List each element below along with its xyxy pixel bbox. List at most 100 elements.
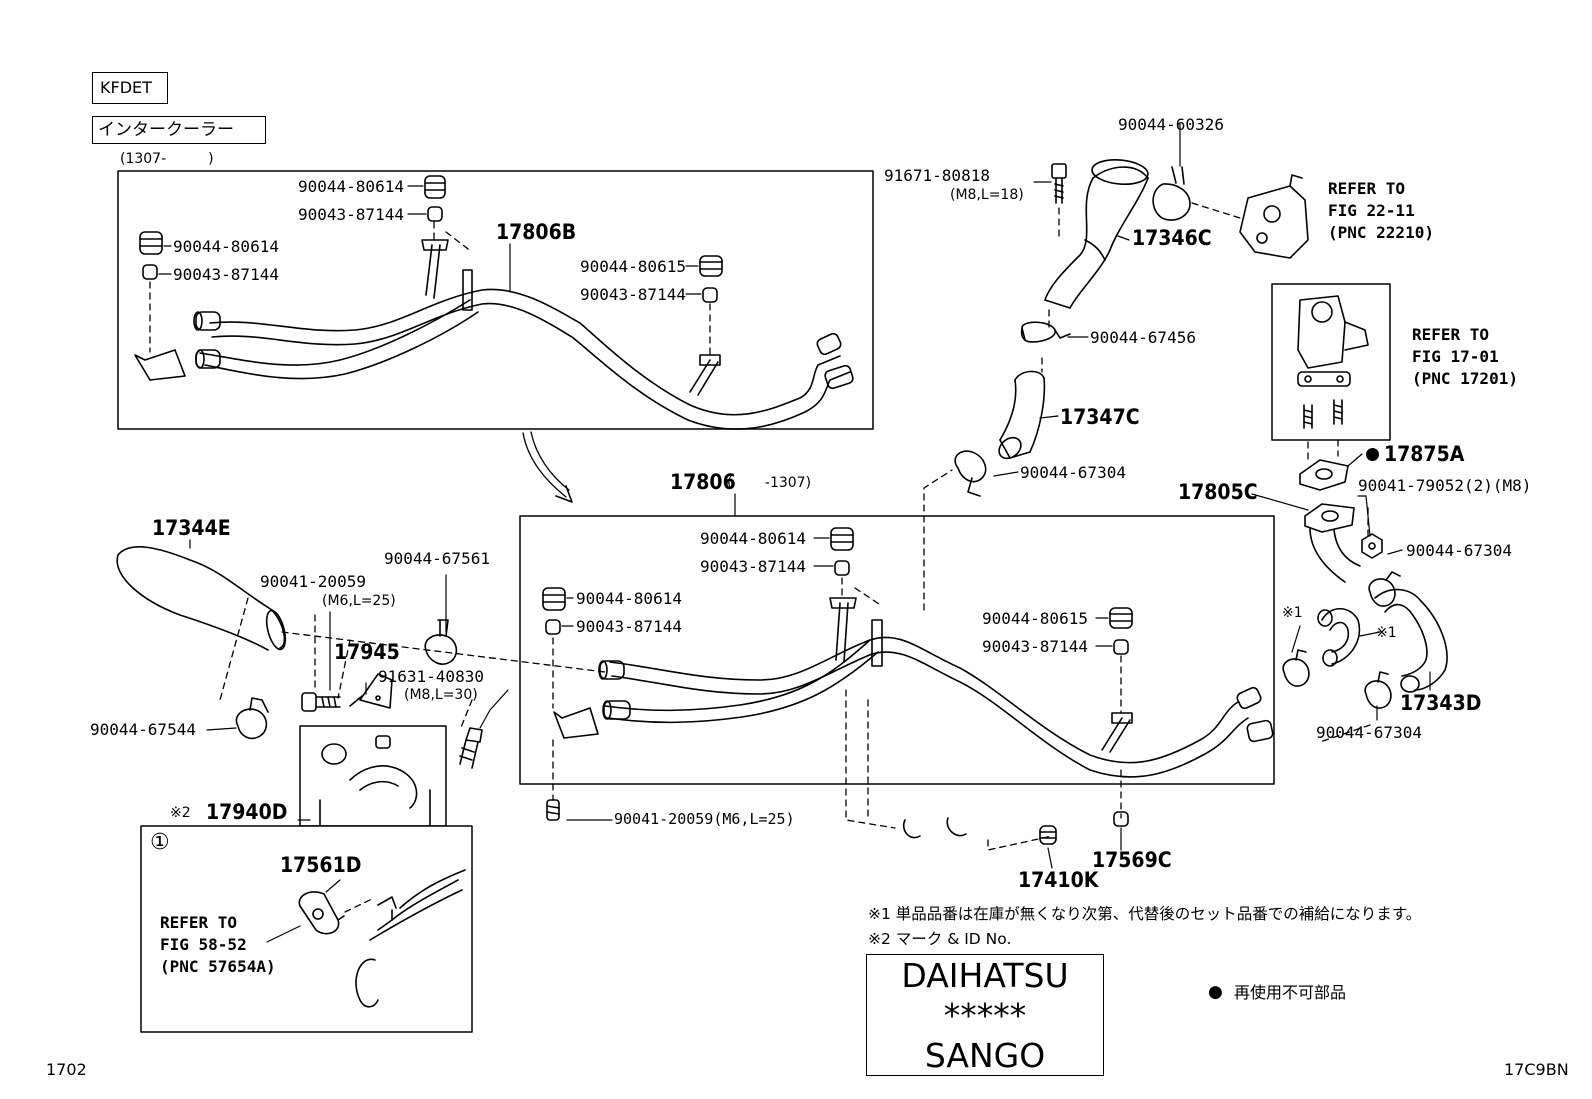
main-callout[interactable]: 90043-87144 [700, 557, 806, 576]
inset-callout[interactable]: 90043-87144 [580, 285, 686, 304]
main-callout[interactable]: 90043-87144 [982, 637, 1088, 656]
main-grommets [542, 527, 1133, 655]
bracket-17945 [349, 673, 393, 709]
part-label[interactable]: 90044-67304 [1020, 463, 1126, 482]
bolt-91671-80818 [1051, 163, 1067, 204]
hose-17346C [1044, 158, 1149, 309]
gasket-17875A [1299, 459, 1349, 491]
part-spec: (M8,L=18) [950, 187, 1024, 203]
stamp-line-maker: DAIHATSU [901, 955, 1069, 995]
bottom-parts [546, 799, 1129, 845]
upper-right-leader-lines [1041, 202, 1241, 373]
section-title: インタークーラー [98, 120, 234, 140]
clamp-90044-67304-b [1368, 571, 1401, 607]
reference-fig-17-01[interactable]: REFER TO FIG 17-01 (PNC 17201) [1412, 325, 1518, 388]
bottom-callout-lines [1047, 827, 1122, 869]
inset-callout[interactable]: 90043-87144 [173, 265, 279, 284]
main-callout[interactable]: 90044-80614 [576, 589, 682, 608]
part-label[interactable]: 17945 [334, 640, 400, 664]
bolt-90041-20059 [301, 692, 341, 712]
bolt-91631-40830 [459, 727, 483, 769]
clamp-90044-60326 [1152, 166, 1191, 221]
detail-leader-lines [344, 897, 375, 913]
main-leader-lines [552, 469, 1122, 851]
inset-callout[interactable]: 90043-87144 [298, 205, 404, 224]
mark-id-stamp: DAIHATSU ***** SANGO [866, 954, 1104, 1076]
clamp-90044-67456 [1020, 321, 1071, 343]
part-label[interactable]: 17410K [1018, 868, 1099, 892]
reference-fig-22-11[interactable]: REFER TO FIG 22-11 (PNC 22210) [1328, 179, 1434, 242]
inset-part-number[interactable]: 17806B [496, 220, 577, 244]
detail-part-label[interactable]: 17561D [280, 853, 362, 877]
main-date-range: ( -1307) [727, 475, 812, 491]
detail-frame [140, 825, 473, 1033]
clamp-90044-67304-a [954, 450, 987, 497]
main-callout-lines [561, 493, 1113, 821]
part-label[interactable]: 91671-80818 [884, 166, 990, 185]
inset-pipe-17806B [134, 239, 854, 430]
part-label[interactable]: 17343D [1400, 691, 1482, 715]
part-label[interactable]: 17569C [1092, 848, 1172, 872]
main-callout[interactable]: 90044-80615 [982, 609, 1088, 628]
inset-callout[interactable]: 90044-80614 [173, 237, 279, 256]
stamp-line-id: ***** [943, 995, 1027, 1035]
inset-callout-lines [158, 185, 702, 295]
clamp-note1 [1282, 649, 1310, 687]
fitting-17561D [298, 891, 345, 935]
figure-id: 17C9BN [1504, 1060, 1569, 1079]
part-label[interactable]: 17347C [1060, 405, 1140, 429]
part-label[interactable]: 90041-20059 [260, 572, 366, 591]
main-pipe-17806 [553, 597, 1274, 778]
reference-fig-58-52[interactable]: REFER TO FIG 58-52 (PNC 57654A) [160, 913, 276, 976]
clamp-90044-67561 [424, 619, 458, 665]
throttle-body [1239, 174, 1309, 259]
note-1: ※1 単品品番は在庫が無くなり次第、代替後のセット品番での補給になります。 [868, 905, 1422, 923]
main-callout[interactable]: 90044-80614 [700, 529, 806, 548]
nut-90041-79052 [1361, 533, 1383, 559]
refer-box-17201 [1271, 283, 1391, 441]
part-spec: (M6,L=25) [322, 593, 396, 609]
reservoir-17940D [299, 725, 447, 827]
clamp-90044-67544 [235, 697, 269, 740]
part-label[interactable]: 17346C [1132, 226, 1212, 250]
part-label[interactable]: 90044-67544 [90, 720, 196, 739]
main-part-number[interactable]: 17806 [670, 470, 736, 494]
hose-17343D [1374, 588, 1448, 693]
part-label[interactable]: 90041-79052(2)(M8) [1358, 476, 1532, 495]
inset-callout[interactable]: 90044-80614 [298, 177, 404, 196]
note1-marker: ※1 [1282, 605, 1303, 621]
engine-code: KFDET [100, 78, 152, 97]
legend-text: 再使用不可部品 [1234, 983, 1347, 1002]
part-spec: (M8,L=30) [404, 687, 478, 703]
part-label[interactable]: 90044-67304 [1406, 541, 1512, 560]
part-label[interactable]: 17344E [152, 516, 231, 540]
part-label[interactable]: 91631-40830 [378, 667, 484, 686]
main-callout[interactable]: 90043-87144 [576, 617, 682, 636]
inset-date-range: (1307- ) [120, 151, 214, 167]
pipe-17805C [1304, 503, 1361, 583]
inset-frame [117, 170, 874, 430]
page-code: 1702 [46, 1060, 87, 1079]
part-label[interactable]: 17940D [206, 800, 288, 824]
transition-arrow [522, 431, 573, 503]
main-callout-clipped[interactable]: 90041-20059(M6,L=25) [614, 810, 795, 828]
legend-bullet: ● [1208, 982, 1223, 1002]
part-label[interactable]: 17805C [1178, 480, 1258, 504]
part-label[interactable]: 90044-67304 [1316, 723, 1422, 742]
part-label[interactable]: 90044-60326 [1118, 115, 1224, 134]
title-box [92, 116, 266, 144]
note-2: ※2 マーク & ID No. [868, 930, 1012, 948]
misc-callout-lines [189, 123, 1431, 943]
main-frame [519, 515, 1275, 785]
part-label[interactable]: 90044-67456 [1090, 328, 1196, 347]
stamp-line-supplier: SANGO [924, 1035, 1046, 1075]
part-label[interactable]: 90044-67561 [384, 549, 490, 568]
note2-marker: ※2 [170, 805, 191, 821]
non-reusable-marker [1366, 448, 1379, 461]
engine-code-box [92, 72, 168, 104]
inset-callout[interactable]: 90044-80615 [580, 257, 686, 276]
hose-17347C [998, 370, 1046, 460]
part-label[interactable]: 17875A [1384, 442, 1465, 466]
